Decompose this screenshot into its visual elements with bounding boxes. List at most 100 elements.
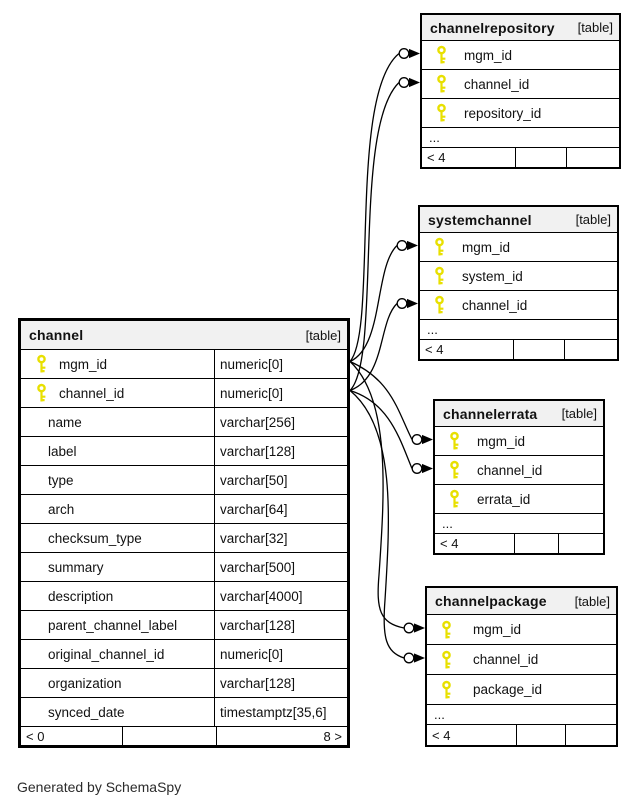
key-icon: [441, 650, 452, 669]
footer-cell: < 4: [420, 340, 514, 359]
column-name: mgm_id: [59, 356, 108, 372]
relationship-channel.channel_id-to-systemchannel.channel_id: [349, 298, 418, 392]
key-icon: [449, 489, 460, 509]
column-row-channelpackage-channel_id: channel_id: [427, 645, 616, 675]
column-row-systemchannel-channel_id: channel_id: [420, 291, 617, 320]
more-columns-ellipsis: ...: [420, 320, 617, 340]
zero-or-one-circle-marker: [398, 77, 410, 88]
table-header-channel[interactable]: channel [table]: [21, 321, 347, 350]
column-name: label: [48, 443, 77, 459]
footer-cell: [517, 725, 567, 745]
column-name: channel_id: [473, 652, 539, 667]
table-title[interactable]: systemchannel: [428, 211, 532, 228]
column-row-channelpackage-package_id: package_id: [427, 675, 616, 705]
table-footer-channelrepository: < 4: [422, 148, 619, 167]
footer-cell: [515, 534, 559, 553]
column-name: channel_id: [462, 297, 528, 313]
column-name: mgm_id: [462, 239, 511, 255]
column-name: mgm_id: [464, 47, 513, 63]
column-name: repository_id: [464, 105, 542, 121]
column-row-channel-mgm_id: mgm_id numeric[0]: [21, 350, 347, 379]
column-row-systemchannel-system_id: system_id: [420, 262, 617, 291]
table-title[interactable]: channelpackage: [435, 593, 547, 609]
column-type: varchar[256]: [214, 408, 347, 436]
footer-cell: < 4: [435, 534, 515, 553]
footer-cell: [516, 148, 568, 167]
column-type: numeric[0]: [214, 350, 347, 378]
column-row-channelerrata-channel_id: channel_id: [435, 456, 603, 485]
table-header-channelerrata[interactable]: channelerrata [table]: [435, 401, 603, 427]
footer-cell: < 4: [422, 148, 516, 167]
column-row-channelerrata-errata_id: errata_id: [435, 485, 603, 514]
relationship-channel.channel_id-to-channelrepository.channel_id: [349, 77, 420, 391]
column-row-channel-label: label varchar[128]: [21, 437, 347, 466]
zero-or-one-circle-marker: [403, 622, 415, 634]
arrowhead-marker: [409, 77, 420, 88]
more-columns-ellipsis: ...: [427, 705, 616, 725]
arrowhead-marker: [407, 298, 418, 309]
column-type: varchar[32]: [214, 524, 347, 552]
footer-cell: 8 >: [323, 728, 342, 744]
footer-cell: [565, 340, 617, 359]
key-icon: [436, 45, 447, 65]
key-icon: [436, 74, 447, 94]
table-tag: [table]: [575, 212, 611, 227]
arrowhead-marker: [414, 653, 425, 663]
zero-or-one-circle-marker: [403, 652, 415, 664]
generated-by-note: Generated by SchemaSpy: [17, 779, 182, 795]
table-title[interactable]: channelerrata: [443, 405, 538, 422]
key-icon: [436, 103, 447, 123]
column-name: package_id: [473, 682, 543, 697]
table-header-channelrepository[interactable]: channelrepository[table]: [422, 15, 619, 41]
column-type: numeric[0]: [214, 640, 347, 668]
table-footer-channelerrata: < 4: [435, 534, 603, 553]
zero-or-one-circle-marker: [411, 434, 423, 445]
arrowhead-marker: [414, 623, 425, 633]
column-name: description: [48, 588, 114, 604]
column-row-channel-checksum_type: checksum_type varchar[32]: [21, 524, 347, 553]
zero-or-one-circle-marker: [396, 298, 408, 309]
column-name: parent_channel_label: [48, 617, 178, 633]
column-name: organization: [48, 675, 122, 691]
column-name: mgm_id: [477, 433, 526, 449]
relationship-channel.channel_id-to-channelerrata.channel_id: [349, 389, 433, 474]
column-name: checksum_type: [48, 530, 142, 546]
footer-cell: [123, 727, 217, 745]
footer-cell: < 4: [427, 725, 517, 745]
table-tag: [table]: [561, 406, 597, 421]
column-name: name: [48, 414, 82, 430]
relationship-channel.mgm_id-to-systemchannel.mgm_id: [349, 240, 418, 363]
zero-or-one-circle-marker: [396, 240, 408, 251]
more-columns-ellipsis: ...: [422, 128, 619, 148]
relationship-channel.mgm_id-to-channelerrata.mgm_id: [349, 360, 433, 445]
relationship-channel.mgm_id-to-channelpackage.mgm_id: [349, 361, 425, 634]
key-icon: [441, 620, 452, 639]
column-name: summary: [48, 559, 104, 575]
column-type: varchar[4000]: [214, 582, 347, 610]
column-row-channelrepository-channel_id: channel_id: [422, 70, 619, 99]
column-name: synced_date: [48, 704, 125, 720]
relationship-channel.channel_id-to-channelpackage.channel_id: [349, 389, 425, 664]
zero-or-one-circle-marker: [411, 463, 423, 474]
column-type: varchar[64]: [214, 495, 347, 523]
column-name: channel_id: [464, 76, 530, 92]
table-title[interactable]: channel: [29, 327, 84, 343]
table-title[interactable]: channelrepository: [430, 19, 555, 36]
key-icon: [449, 460, 460, 480]
table-header-systemchannel[interactable]: systemchannel [table]: [420, 207, 617, 233]
column-row-channel-name: name varchar[256]: [21, 408, 347, 437]
column-type: varchar[128]: [214, 437, 347, 465]
arrowhead-marker: [409, 48, 420, 59]
zero-or-one-circle-marker: [398, 48, 410, 59]
table-header-channelpackage[interactable]: channelpackage[table]: [427, 588, 616, 615]
footer-cell: [514, 340, 566, 359]
table-channelrepository: channelrepository[table] mgm_id channel_id…: [420, 13, 621, 169]
table-tag: [table]: [305, 327, 341, 343]
footer-cell: [567, 148, 619, 167]
